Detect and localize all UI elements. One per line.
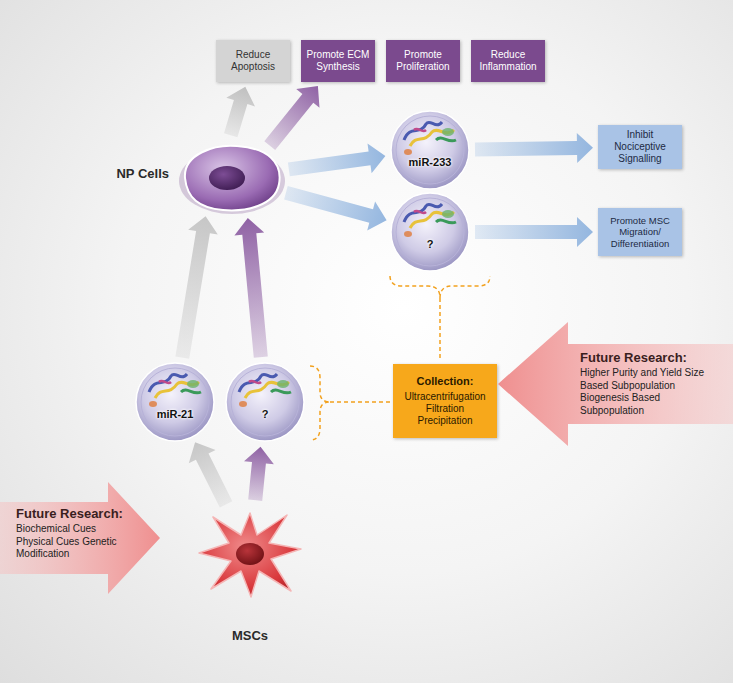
cell-art (195, 505, 305, 600)
cell-art (175, 140, 285, 215)
box-label: Reduce Inflammation (474, 49, 542, 73)
arrow-heading: Future Research: (16, 506, 160, 521)
box-label: Inhibit Nociceptive Signalling (601, 129, 679, 165)
exosome: ? (225, 362, 305, 442)
flow-arrow (189, 442, 233, 507)
exosome-label: miR-233 (409, 156, 452, 168)
exosome-label: ? (262, 408, 269, 420)
arrow-body: Higher Purity and Yield Size Based Subpo… (580, 367, 720, 417)
box-label: Reduce Apoptosis (219, 49, 287, 73)
flow-arrow (284, 186, 387, 230)
flow-arrow (175, 216, 217, 358)
outcome-box: Reduce Apoptosis (216, 40, 290, 82)
arrow-body: Biochemical Cues Physical Cues Genetic M… (16, 523, 134, 561)
msc-cell: MSCs (195, 505, 305, 600)
future-research-arrow: Future Research: Higher Purity and Yield … (498, 322, 733, 446)
exosome: miR-233 (390, 110, 470, 190)
exosome: miR-21 (135, 362, 215, 442)
box-label: Promote MSC Migration/ Differentiation (601, 215, 679, 249)
flow-arrow (224, 87, 255, 137)
arrow-heading: Future Research: (580, 350, 729, 365)
exosome-label: ? (427, 238, 434, 250)
exosome-art (225, 362, 305, 442)
exosome-label: miR-21 (157, 408, 194, 420)
flow-arrow (244, 447, 274, 501)
effect-box: Inhibit Nociceptive Signalling (598, 125, 682, 169)
exosome-art (135, 362, 215, 442)
cell-label: NP Cells (116, 166, 169, 181)
box-label: Promote Proliferation (389, 49, 457, 73)
exosome-art (390, 110, 470, 190)
flow-arrow (475, 217, 593, 247)
flow-arrow (475, 133, 593, 163)
collection-box: Collection: Ultracentrifugation Filtratio… (393, 364, 497, 438)
cell-label: MSCs (195, 628, 305, 643)
outcome-box: Promote ECM Synthesis (301, 40, 375, 82)
effect-box: Promote MSC Migration/ Differentiation (598, 208, 682, 256)
box-body: Ultracentrifugation Filtration Precipita… (397, 391, 493, 427)
outcome-box: Reduce Inflammation (471, 40, 545, 82)
future-research-arrow: Future Research: Biochemical Cues Physica… (0, 482, 160, 594)
exosome-art (390, 192, 470, 272)
np-cell: NP Cells (175, 140, 285, 215)
outcome-box: Promote Proliferation (386, 40, 460, 82)
flow-arrow (264, 86, 319, 150)
box-label: Promote ECM Synthesis (304, 49, 372, 73)
exosome: ? (390, 192, 470, 272)
flow-arrow (288, 143, 386, 176)
box-heading: Collection: (417, 375, 474, 388)
flow-arrow (234, 218, 267, 358)
